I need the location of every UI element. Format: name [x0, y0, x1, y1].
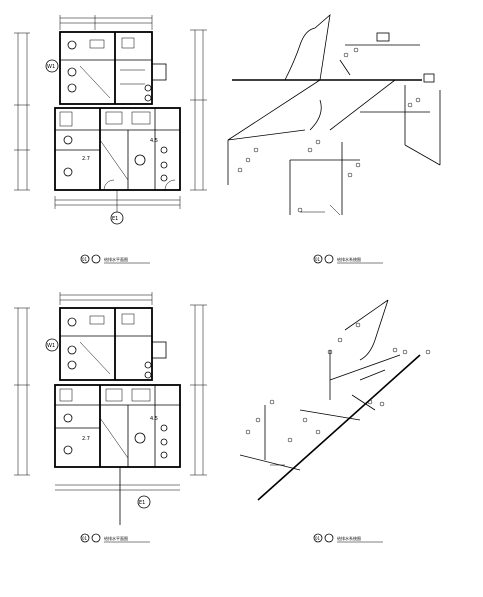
- caption-plan-upper: 01 给排水平面图: [80, 254, 150, 264]
- floor-plan-upper: W1 2.7 4.5 E1: [14, 15, 207, 225]
- wing-label-lower: W1: [47, 343, 55, 349]
- floor-plan-lower: W1 2.7 4.5 E1: [14, 292, 207, 525]
- caption-text: 给排水平面图: [104, 256, 128, 262]
- isometric-upper: [227, 13, 441, 216]
- isometric-lower: [239, 299, 431, 501]
- caption-code: 01: [315, 536, 321, 541]
- caption-text: 给排水系统图: [337, 535, 361, 541]
- caption-code: 01: [82, 257, 88, 262]
- caption-code: 01: [82, 536, 88, 541]
- room-tag-4: 4.5: [150, 416, 158, 422]
- caption-plan-lower: 01 给排水平面图: [80, 533, 150, 543]
- caption-iso-lower: 01 给排水系统图: [313, 533, 383, 543]
- caption-text: 给排水系统图: [337, 256, 361, 262]
- caption-code: 01: [315, 257, 321, 262]
- room-tag-2: 4.5: [150, 138, 158, 144]
- wing-label-upper: W1: [47, 64, 55, 70]
- plan-tag-upper: E1: [112, 216, 118, 222]
- plan-tag-lower: E1: [139, 500, 145, 506]
- room-tag-1: 2.7: [82, 156, 90, 162]
- room-tag-3: 2.7: [82, 436, 90, 442]
- caption-iso-upper: 01 给排水系统图: [313, 254, 383, 264]
- caption-text: 给排水平面图: [104, 535, 128, 541]
